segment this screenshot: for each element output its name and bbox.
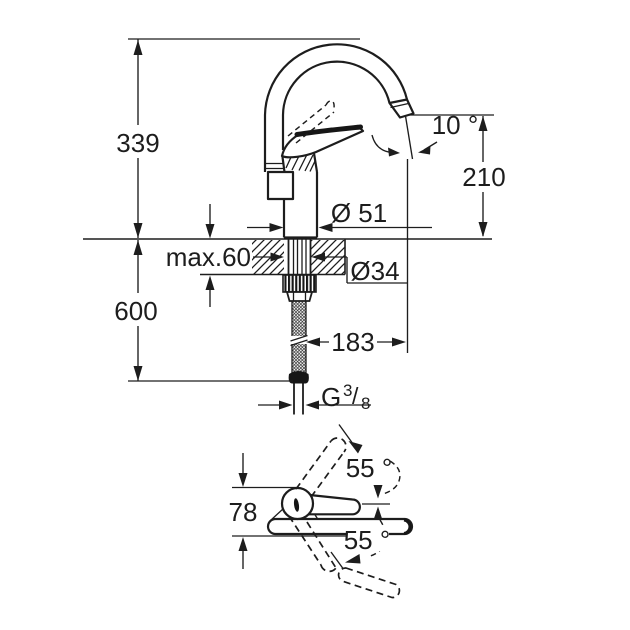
dim-label-10deg: 10 °: [432, 110, 479, 140]
dim-label-g-den: 8: [361, 394, 370, 413]
dim-thread-g38: G 3 / 8: [258, 381, 371, 413]
dim-outlet-angle-10deg: 10 °: [371, 110, 479, 157]
dim-swing-upper-55: 55 °: [338, 424, 401, 499]
dim-label-55-lower: 55 °: [344, 525, 391, 555]
body-side-box: [266, 170, 295, 201]
hose-thread-tail: [293, 383, 304, 415]
dim-hole-diameter-34: Ø34: [253, 252, 407, 286]
dim-hose-length-600: 600: [114, 240, 293, 382]
dim-total-height-339: 339: [116, 38, 360, 238]
dim-label-339: 339: [116, 128, 159, 158]
lever-top-view: [280, 486, 361, 521]
dim-label-o51: Ø 51: [331, 198, 387, 228]
lever-handle: [280, 124, 365, 159]
top-view: 55 ° 55 ° 78: [229, 424, 414, 599]
dim-spout-reach-183: 183: [306, 327, 406, 357]
dim-label-o34: Ø34: [350, 256, 399, 286]
dim-deck-thickness-max60: max.60: [166, 204, 251, 307]
spout-top-view: [266, 517, 414, 536]
dim-label-g: G: [321, 382, 341, 412]
lever-raised-dashed: [287, 100, 335, 144]
mounting-shank: [287, 239, 312, 275]
spout-outlet: [388, 98, 415, 119]
main-view: 339 600 210 10 ° Ø 51: [83, 38, 506, 415]
dim-label-600: 600: [114, 296, 157, 326]
lever-dashed-lower: [288, 515, 401, 599]
spout-arc: [263, 43, 415, 172]
outlet-angle-line: [404, 115, 414, 160]
dim-body-depth-78: 78: [229, 453, 258, 569]
dim-label-210: 210: [462, 162, 505, 192]
dim-label-183: 183: [331, 327, 374, 357]
dim-label-55-upper: 55 °: [346, 453, 393, 483]
dim-label-g-num: 3: [343, 381, 352, 400]
dim-label-g-slash: /: [352, 383, 359, 409]
dim-label-max60: max.60: [166, 242, 251, 272]
mounting-nut: [282, 274, 317, 302]
flexible-hose: [288, 301, 309, 415]
dim-label-78: 78: [229, 497, 258, 527]
lever-dashed-upper: [295, 437, 347, 498]
hose-end-nut: [288, 371, 309, 384]
dim-swing-lower-55: 55 °: [330, 506, 391, 569]
dim-outlet-height-210: 210: [409, 114, 506, 237]
dim-body-diameter-51: Ø 51: [247, 198, 432, 232]
